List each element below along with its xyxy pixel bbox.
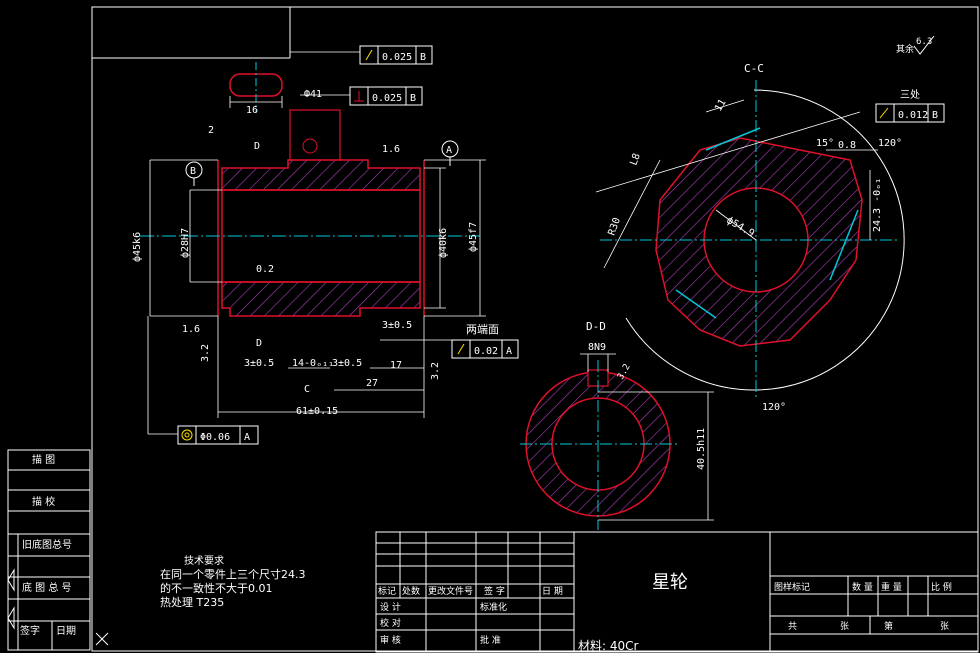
dim-len-3b: 3±0.5	[332, 358, 362, 369]
fcf-perp-value: 0.025	[372, 93, 402, 104]
cc-dim-120a: 120°	[878, 138, 902, 149]
strip-old-no: 旧底图总号	[22, 538, 72, 551]
both-ends-note: 两端面	[466, 323, 499, 336]
strip-base-no: 底 图 总 号	[22, 581, 72, 594]
dim-d-label: D	[254, 141, 260, 152]
tb-std: 标准化	[480, 601, 507, 613]
fcf-dd	[451, 339, 519, 359]
tb-total: 共	[788, 621, 797, 632]
fcf-perp	[349, 86, 423, 106]
drawing-frame	[91, 6, 979, 652]
strip-check: 描 校	[32, 495, 55, 508]
section-cc-title: C-C	[744, 62, 764, 75]
cc-rough-08: 0.8	[838, 140, 856, 151]
tb-approve: 批 准	[480, 634, 501, 646]
tb-page-unit: 张	[940, 621, 949, 632]
tb-count: 处数	[402, 585, 420, 597]
datum-b-icon	[185, 161, 203, 186]
fcf-parallel-datum: B	[420, 52, 426, 63]
dim-d-lower: D	[256, 338, 262, 349]
rough-32-a: 3.2	[200, 344, 211, 362]
remaining-label: 其余	[896, 43, 914, 55]
cc-dim-11: 11	[713, 98, 729, 114]
tb-sheet: 张	[840, 621, 849, 632]
tb-mark: 标记	[378, 585, 396, 597]
tb-doc: 更改文件号	[428, 585, 473, 597]
dim-c-label: C	[304, 384, 310, 395]
tb-check: 校 对	[380, 617, 401, 629]
tb-scale: 比 例	[931, 581, 952, 593]
dd-dim-405: 40.5h11	[696, 428, 707, 470]
tb-review: 审 核	[380, 634, 401, 646]
dim-d28h7: ф28H7	[179, 228, 191, 258]
tb-part-name: 星轮	[652, 572, 688, 593]
strip-draw: 描 图	[32, 453, 55, 466]
datum-a-icon	[441, 140, 459, 166]
tb-sign: 签 字	[484, 585, 505, 597]
dim-d45k6: ф45k6	[131, 232, 143, 262]
main-dimensions	[147, 51, 486, 435]
fcf-cc-datum: B	[932, 110, 938, 121]
datum-a: A	[446, 145, 452, 156]
rough-02: 0.2	[256, 264, 274, 275]
dim-key-off: 2	[208, 125, 214, 136]
tb-stage: 图样标记	[774, 581, 810, 593]
fcf-cc	[875, 103, 945, 123]
cc-dim-r30: R30	[606, 216, 623, 237]
notes-line2: 的不一致性不大于0.01	[160, 581, 273, 595]
fcf-parallel	[359, 45, 433, 65]
cc-dim-15: 15°	[816, 138, 834, 149]
notes-title: 技术要求	[184, 554, 224, 567]
tb-date: 日 期	[542, 586, 563, 597]
fcf-cc-value: 0.012	[898, 110, 928, 121]
fcf-dd-value: 0.02	[474, 346, 498, 357]
fcf-dd-datum: A	[506, 346, 512, 357]
cc-dim-l8: L8	[628, 152, 642, 167]
fcf-concentric-value: Φ0.06	[200, 432, 230, 443]
dim-len-27: 27	[366, 378, 378, 389]
strip-date: 日期	[56, 625, 76, 637]
cc-dim-243: 24.3 -0ₒ₁	[872, 178, 883, 232]
tb-material: 材料: 40Cr	[578, 639, 639, 653]
dim-len-61: 61±0.15	[296, 406, 338, 417]
remaining-rough: 6.3	[916, 37, 932, 47]
rough-32-b: 3.2	[430, 362, 441, 380]
roughness-icon	[913, 35, 935, 55]
strip-cursor-icon	[7, 568, 109, 646]
dim-len-3a: 3±0.5	[244, 358, 274, 369]
dim-d40k6: ф40k6	[437, 228, 449, 258]
tb-weight: 数 量	[852, 581, 873, 593]
tb-mass: 重 量	[881, 581, 902, 593]
rough-16-a: 1.6	[182, 324, 200, 335]
main-section-view	[140, 62, 480, 317]
tb-page: 第	[884, 620, 893, 632]
cc-dim-120b: 120°	[762, 402, 786, 413]
title-block	[375, 531, 979, 653]
left-strip	[7, 449, 91, 651]
dd-rough-32: 3.2	[616, 362, 633, 381]
dim-len-17: 17	[390, 360, 402, 371]
fcf-parallel-value: 0.025	[382, 52, 412, 63]
dim-len-3c: 3±0.5	[382, 320, 412, 331]
datum-b: B	[190, 166, 196, 177]
fcf-concentric-datum: A	[244, 432, 250, 443]
rough-16-b: 1.6	[382, 144, 400, 155]
dim-d41: Ф41	[304, 89, 322, 100]
section-dd-view	[520, 353, 714, 530]
strip-sign: 签字	[20, 624, 40, 637]
dd-dim-8n9: 8N9	[588, 342, 606, 353]
section-cc-view	[595, 80, 905, 400]
notes-line1: 在同一个零件上三个尺寸24.3	[160, 567, 306, 581]
tb-design: 设 计	[380, 601, 401, 613]
dim-d45f7: ф45f7	[467, 222, 479, 252]
notes-line3: 热处理 T235	[160, 596, 224, 609]
dim-len-14: 14-0ₒ₁₁	[292, 358, 334, 369]
dim-key-len: 16	[246, 105, 258, 116]
section-dd-title: D-D	[586, 320, 606, 333]
fcf-concentric	[177, 425, 259, 445]
cc-three-places: 三处	[900, 89, 920, 101]
fcf-perp-datum: B	[410, 93, 416, 104]
